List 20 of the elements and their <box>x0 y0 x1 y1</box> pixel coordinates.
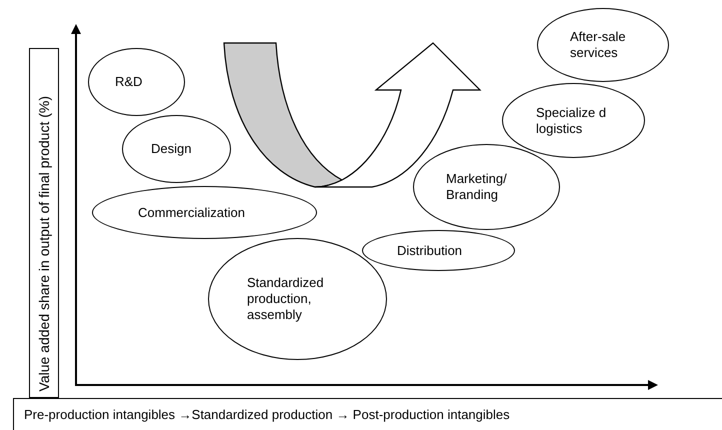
activity-label: Commercialization <box>138 204 245 220</box>
activity-label: Distribution <box>397 242 462 258</box>
activity-ellipse <box>88 48 185 116</box>
activity-label: Design <box>151 141 192 157</box>
axis-label-box <box>13 398 722 430</box>
activity-label: R&D <box>115 74 142 90</box>
activity-ellipse <box>413 144 560 230</box>
axis-label-box <box>29 48 59 398</box>
activity-label: Marketing/ Branding <box>446 171 508 203</box>
activity-ellipse <box>208 238 387 360</box>
activity-ellipse <box>362 230 515 271</box>
activity-label: Standardized production, assembly <box>247 275 325 323</box>
activity-ellipse <box>502 83 645 158</box>
activity-ellipse <box>122 115 231 183</box>
activity-ellipse <box>537 8 669 82</box>
activity-label: After-sale services <box>570 29 627 61</box>
axis-title: Value added share in output of final product (%) <box>36 96 52 391</box>
activity-ellipse <box>92 186 317 239</box>
axis-title: Pre-production intangibles →Standardized production → Post-production intangibles <box>24 407 510 423</box>
activity-label: Specialize d logistics <box>536 104 608 136</box>
